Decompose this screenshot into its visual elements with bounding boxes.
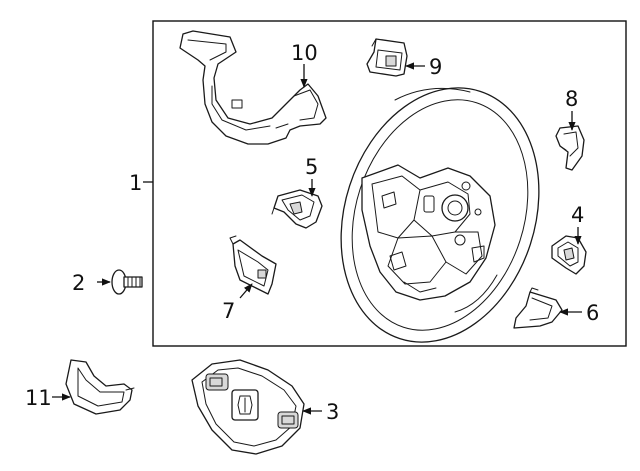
callout-9: 9: [429, 55, 442, 79]
lower-cover[interactable]: [65, 359, 135, 415]
callout-labels: 1 2 3 4 5 6 7 8 9 10 11: [25, 41, 599, 424]
callout-8: 8: [565, 87, 578, 111]
upper-switch[interactable]: [366, 38, 408, 77]
switch-right[interactable]: [551, 235, 587, 275]
callout-6: 6: [586, 301, 599, 325]
paddle-shifter[interactable]: [555, 125, 585, 171]
callout-2: 2: [72, 271, 85, 295]
switch-left[interactable]: [271, 189, 323, 229]
lead-lines: [52, 62, 582, 415]
callout-10: 10: [291, 41, 318, 65]
bezel-left[interactable]: [229, 235, 277, 295]
callout-4: 4: [571, 203, 584, 227]
callout-1: 1: [129, 171, 142, 195]
lower-trim-cover[interactable]: [513, 287, 563, 329]
callout-5: 5: [305, 155, 318, 179]
bolt[interactable]: [111, 269, 143, 295]
callout-7: 7: [222, 299, 235, 323]
airbag-module[interactable]: [191, 359, 305, 455]
trim-bezel[interactable]: [179, 30, 327, 145]
callout-3: 3: [326, 400, 339, 424]
assembly-frame: [152, 20, 627, 347]
steering-wheel[interactable]: [309, 62, 570, 368]
callout-11: 11: [25, 386, 52, 410]
